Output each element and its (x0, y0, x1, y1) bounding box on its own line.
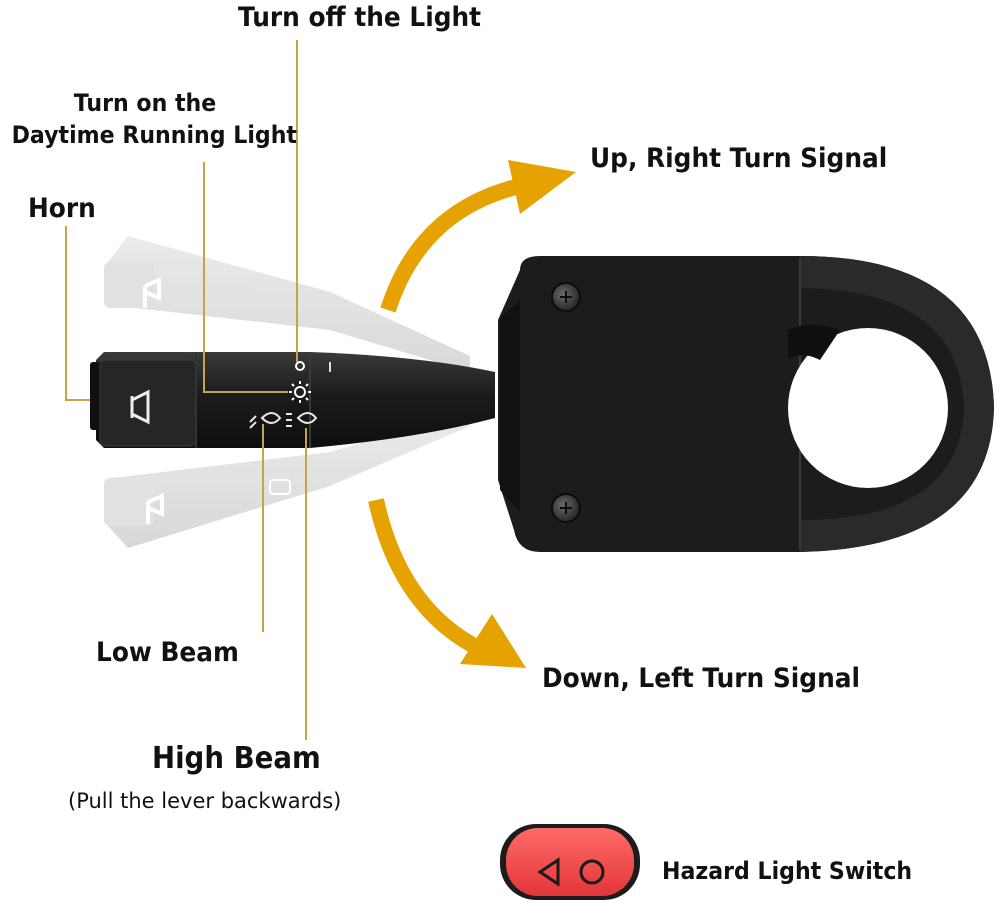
label-turn-off-light: Turn off the Light (238, 2, 482, 33)
label-low-beam: Low Beam (96, 637, 239, 668)
label-up-right-turn: Up, Right Turn Signal (590, 143, 888, 174)
label-horn: Horn (28, 193, 96, 224)
label-daytime-line2: Daytime Running Light (11, 121, 298, 149)
mounting-hole (788, 328, 948, 488)
lever-ghost-down (104, 412, 470, 548)
arrow-up-right (380, 160, 576, 313)
high-beam-icon (286, 412, 318, 427)
hazard-switch[interactable] (500, 824, 640, 900)
label-high-beam: High Beam (152, 741, 321, 776)
label-daytime-line1: Turn on the (73, 89, 217, 117)
arrow-down-left (368, 498, 526, 668)
label-high-beam-note: (Pull the lever backwards) (68, 789, 342, 813)
horn-icon (130, 389, 150, 425)
circle-icon (579, 859, 605, 885)
daytime-light-icon (289, 381, 311, 403)
off-icon (295, 361, 305, 371)
lever (90, 352, 495, 448)
label-hazard-switch: Hazard Light Switch (662, 857, 913, 885)
label-down-left-turn: Down, Left Turn Signal (542, 663, 861, 694)
leader-horn (65, 226, 90, 401)
switch-housing (498, 256, 994, 552)
low-beam-icon (249, 412, 282, 429)
lever-ghost-up (104, 236, 470, 372)
leader-daytime (203, 162, 288, 393)
leader-lines (65, 40, 307, 740)
triangle-icon (537, 857, 560, 887)
